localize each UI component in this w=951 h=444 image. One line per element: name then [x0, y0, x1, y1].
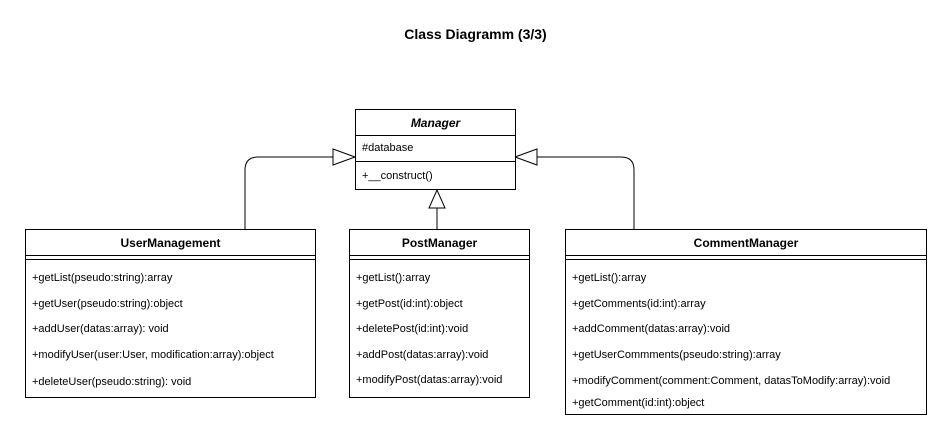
method-get-list: +getList():array	[572, 272, 647, 284]
diagram-title: Class Diagramm (3/3)	[404, 26, 547, 42]
class-comment-manager-methods: +getList():array +getComments(id:int):ar…	[566, 260, 926, 415]
method-get-comments: +getComments(id:int):array	[572, 298, 706, 310]
method-get-user: +getUser(pseudo:string):object	[32, 298, 183, 310]
attribute-database: #database	[362, 142, 414, 154]
method-modify-user: +modifyUser(user:User, modification:arra…	[32, 349, 274, 361]
method-add-user: +addUser(datas:array): void	[32, 323, 169, 335]
class-user-management-name: UserManagement	[26, 230, 315, 256]
class-post-manager-name: PostManager	[350, 230, 529, 256]
class-user-management[interactable]: UserManagement +getList(pseudo:string):a…	[25, 229, 316, 398]
method-get-comment: +getComment(id:int):object	[572, 397, 705, 409]
class-post-manager-attributes	[350, 256, 529, 260]
method-get-list: +getList():array	[356, 272, 431, 284]
class-manager[interactable]: Manager #database +__construct()	[355, 109, 516, 190]
method-add-post: +addPost(datas:array):void	[356, 349, 489, 361]
inheritance-line-comment-manager	[537, 156, 635, 229]
inheritance-arrow-post-manager	[428, 188, 446, 209]
class-user-management-attributes	[26, 256, 315, 260]
class-comment-manager-attributes	[566, 256, 926, 260]
class-post-manager-methods: +getList():array +getPost(id:int):object…	[350, 260, 529, 398]
inheritance-line-user-management	[244, 156, 333, 229]
method-get-list: +getList(pseudo:string):array	[32, 272, 173, 284]
class-manager-name: Manager	[356, 110, 515, 136]
class-user-management-methods: +getList(pseudo:string):array +getUser(p…	[26, 260, 315, 398]
inheritance-arrow-user-management	[332, 148, 357, 166]
method-modify-post: +modifyPost(datas:array):void	[356, 374, 503, 386]
class-manager-attributes: #database	[356, 136, 515, 162]
method-add-comment: +addComment(datas:array):void	[572, 323, 731, 335]
method-delete-user: +deleteUser(pseudo:string): void	[32, 376, 192, 388]
method-construct: +__construct()	[362, 170, 433, 182]
inheritance-arrow-comment-manager	[513, 148, 538, 166]
class-comment-manager-name: CommentManager	[566, 230, 926, 256]
method-get-user-comments: +getUserCommments(pseudo:string):array	[572, 349, 781, 361]
class-comment-manager[interactable]: CommentManager +getList():array +getComm…	[565, 229, 927, 415]
method-get-post: +getPost(id:int):object	[356, 298, 463, 310]
method-delete-post: +deletePost(id:int):void	[356, 323, 469, 335]
method-modify-comment: +modifyComment(comment:Comment, datasToM…	[572, 375, 891, 387]
class-manager-methods: +__construct()	[356, 162, 515, 189]
class-post-manager[interactable]: PostManager +getList():array +getPost(id…	[349, 229, 530, 398]
